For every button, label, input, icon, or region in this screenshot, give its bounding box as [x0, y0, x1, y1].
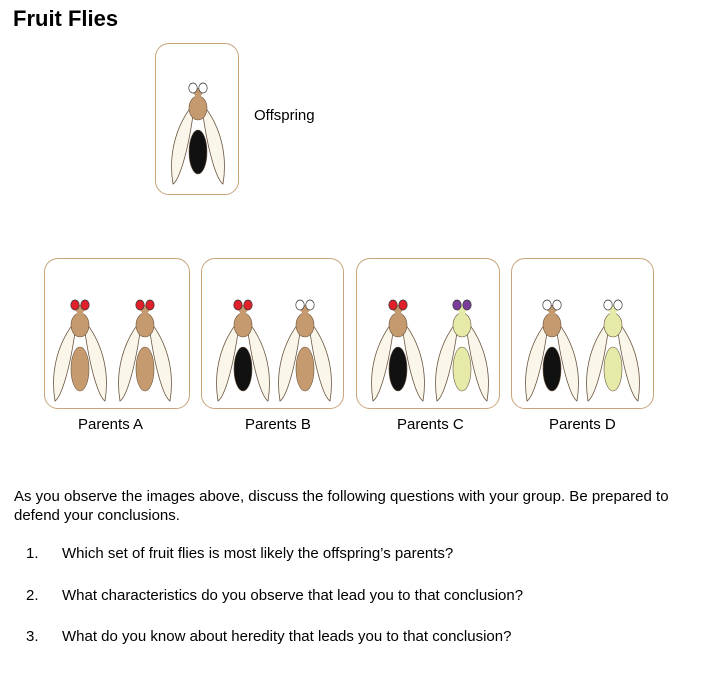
fly-right-wing — [400, 317, 425, 402]
question-2: 2. What characteristics do you observe th… — [26, 587, 523, 604]
fly-abdomen — [452, 346, 472, 392]
parents-d-fly-2 — [586, 299, 640, 402]
fly-left-eye — [135, 299, 145, 311]
fly-left-wing — [53, 317, 78, 402]
fly-neck — [142, 311, 148, 316]
fly-left-wing — [171, 100, 196, 185]
question-3: 3. What do you know about heredity that l… — [26, 628, 511, 645]
fly-left-eye — [603, 299, 613, 311]
parents-d-label: Parents D — [549, 416, 616, 433]
fly-abdomen — [188, 129, 208, 175]
fly-left-eye — [388, 299, 398, 311]
fly-right-eye — [198, 82, 208, 94]
fly-right-eye — [80, 299, 90, 311]
question-3-number: 3. — [26, 628, 39, 645]
fly-left-wing — [118, 317, 143, 402]
fly-thorax — [70, 312, 90, 338]
fly-thorax — [188, 95, 208, 121]
fly-right-wing — [307, 317, 332, 402]
offspring-label: Offspring — [254, 107, 315, 124]
fly-right-eye — [462, 299, 472, 311]
fly-right-wing — [147, 317, 172, 402]
fly-thorax — [452, 312, 472, 338]
fly-right-eye — [305, 299, 315, 311]
fly-neck — [459, 311, 465, 316]
question-2-text: What characteristics do you observe that… — [62, 587, 524, 604]
fly-right-wing — [82, 317, 107, 402]
parents-d-card — [511, 258, 654, 409]
fly-neck — [77, 311, 83, 316]
fly-left-wing — [278, 317, 303, 402]
question-1-number: 1. — [26, 545, 39, 562]
fly-left-wing — [586, 317, 611, 402]
fly-right-eye — [398, 299, 408, 311]
fly-neck — [395, 311, 401, 316]
fly-right-eye — [613, 299, 623, 311]
fly-right-wing — [200, 100, 225, 185]
fly-left-eye — [542, 299, 552, 311]
fly-left-eye — [295, 299, 305, 311]
fly-left-wing — [216, 317, 241, 402]
parents-c-fly-1 — [371, 299, 425, 402]
fly-abdomen — [388, 346, 408, 392]
fly-right-wing — [615, 317, 640, 402]
parents-b-image — [216, 299, 332, 402]
question-1: 1. Which set of fruit flies is most likel… — [26, 545, 453, 562]
fly-right-wing — [245, 317, 270, 402]
page-title: Fruit Flies — [13, 6, 119, 31]
fly-neck — [240, 311, 246, 316]
fly-thorax — [388, 312, 408, 338]
intro-paragraph: As you observe the images above, discuss… — [14, 488, 669, 524]
fly-right-eye — [552, 299, 562, 311]
fly-right-eye — [145, 299, 155, 311]
parents-c-fly-2 — [435, 299, 489, 402]
fly-abdomen — [135, 346, 155, 392]
question-3-text: What do you know about heredity that lea… — [62, 628, 512, 645]
fly-left-wing — [525, 317, 550, 402]
fly-abdomen — [295, 346, 315, 392]
question-1-text: Which set of fruit flies is most likely … — [62, 545, 454, 562]
offspring-card — [155, 43, 239, 195]
fly-neck — [610, 311, 616, 316]
fly-thorax — [233, 312, 253, 338]
fly-left-wing — [435, 317, 460, 402]
parents-b-fly-2 — [278, 299, 332, 402]
parents-a-fly-1 — [53, 299, 107, 402]
fly-thorax — [295, 312, 315, 338]
parents-c-card — [356, 258, 500, 409]
parents-a-fly-2 — [118, 299, 172, 402]
fly-left-eye — [188, 82, 198, 94]
parents-a-label: Parents A — [78, 416, 144, 433]
fly-abdomen — [603, 346, 623, 392]
fly-neck — [302, 311, 308, 316]
fly-neck — [549, 311, 555, 316]
parents-b-card — [201, 258, 344, 409]
fly-left-eye — [452, 299, 462, 311]
offspring-fly-image — [171, 82, 225, 185]
parents-a-image — [53, 299, 172, 402]
parents-d-fly-1 — [525, 299, 579, 402]
fly-right-eye — [243, 299, 253, 311]
parents-b-fly-1 — [216, 299, 270, 402]
fly-thorax — [603, 312, 623, 338]
parents-c-image — [371, 299, 489, 402]
parents-b-label: Parents B — [245, 416, 311, 433]
fly-abdomen — [233, 346, 253, 392]
fly-thorax — [135, 312, 155, 338]
fly-neck — [195, 94, 201, 99]
fly-thorax — [542, 312, 562, 338]
parents-d-image — [525, 299, 640, 402]
fly-left-wing — [371, 317, 396, 402]
fly-abdomen — [70, 346, 90, 392]
fly-right-wing — [464, 317, 489, 402]
fly-abdomen — [542, 346, 562, 392]
fly-left-eye — [233, 299, 243, 311]
question-2-number: 2. — [26, 587, 39, 604]
parents-a-card — [44, 258, 190, 409]
parents-c-label: Parents C — [397, 416, 464, 433]
offspring-fly — [171, 82, 225, 185]
fly-left-eye — [70, 299, 80, 311]
fly-right-wing — [554, 317, 579, 402]
